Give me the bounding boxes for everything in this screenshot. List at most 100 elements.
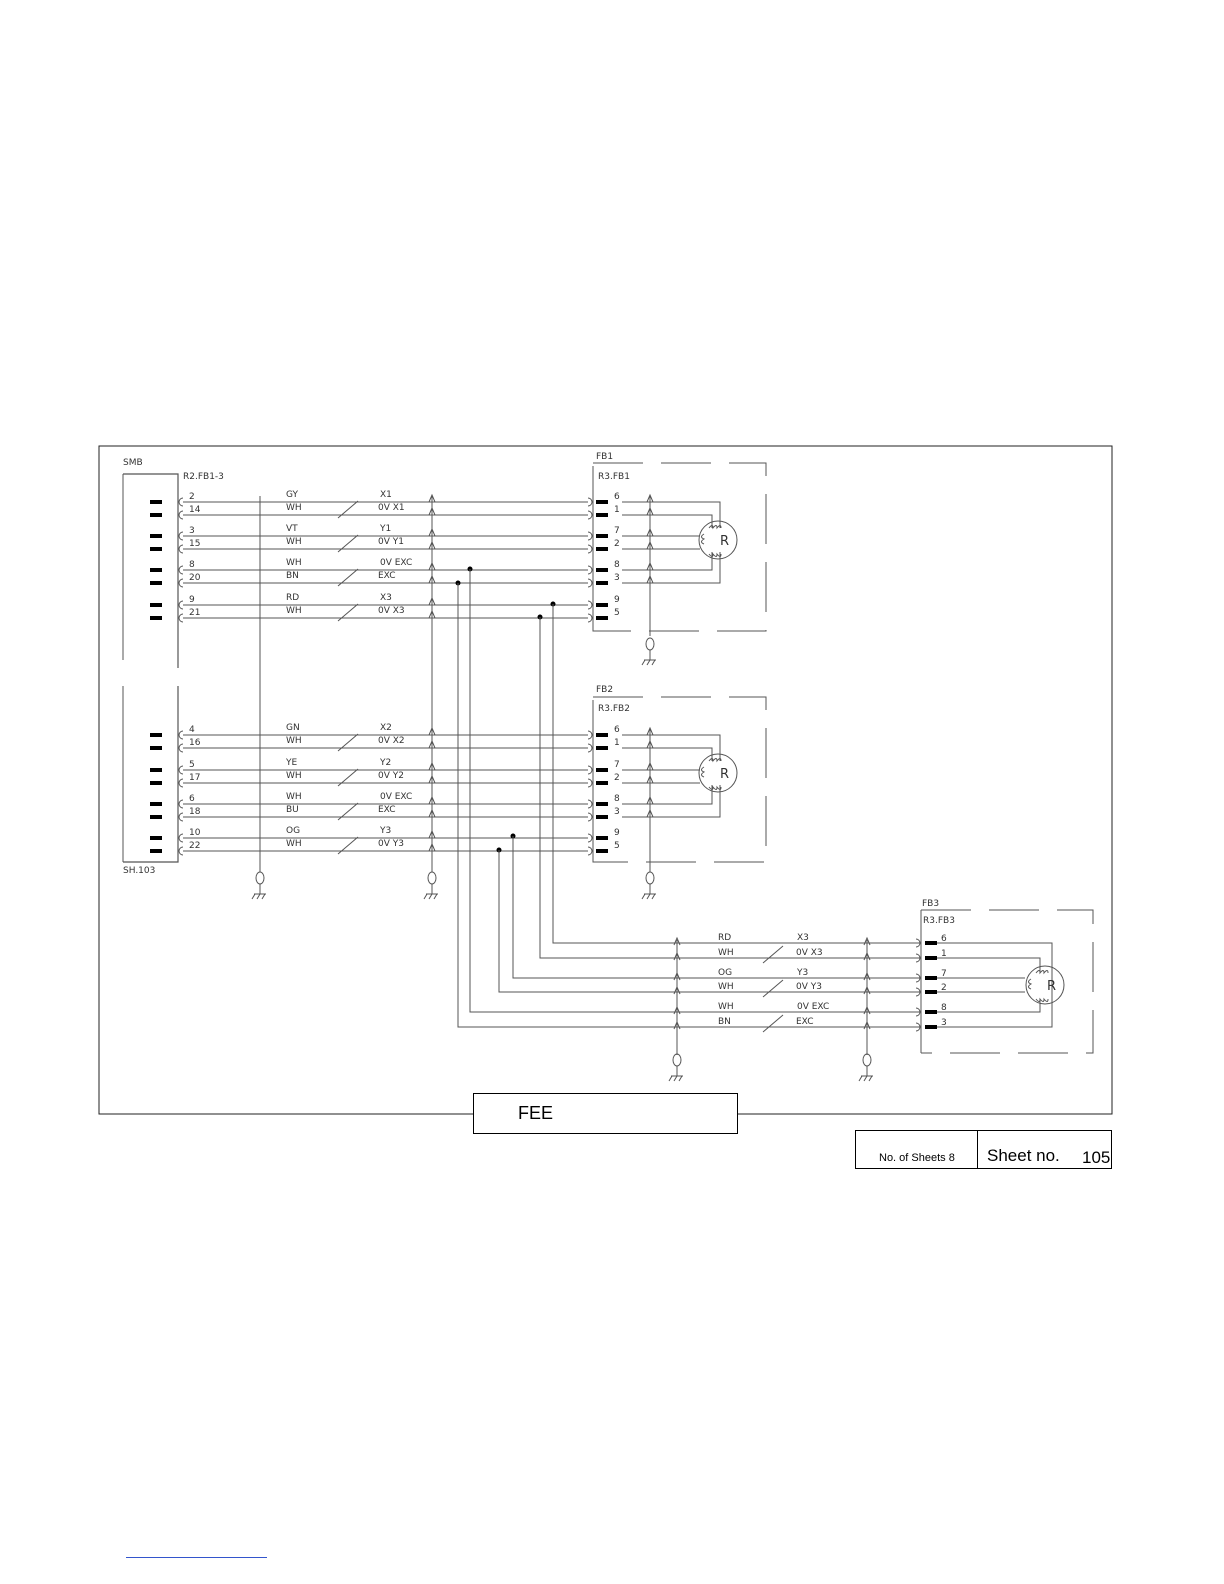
shield-arrow bbox=[863, 1020, 871, 1030]
sheet-info-box: No. of Sheets 8 Sheet no. 105 bbox=[855, 1130, 1112, 1169]
smb-pin-number: 18 bbox=[189, 807, 201, 817]
resolver-winding bbox=[1028, 978, 1033, 990]
connector-pin bbox=[596, 616, 608, 620]
connector-pin bbox=[925, 1025, 937, 1029]
fb-pin-number: 7 bbox=[614, 526, 620, 536]
socket-contact bbox=[587, 578, 593, 588]
wire-color-code: YE bbox=[285, 758, 297, 768]
ground-hatch bbox=[261, 893, 266, 900]
socket-contact bbox=[587, 743, 593, 753]
ground-hatch bbox=[423, 893, 428, 900]
ground-connector bbox=[645, 637, 655, 651]
connector-pin bbox=[596, 733, 608, 737]
cable-break-mark bbox=[762, 1014, 784, 1033]
resolver-lead bbox=[622, 785, 713, 805]
socket-contact bbox=[178, 730, 184, 740]
shield-arrow bbox=[428, 609, 436, 619]
signal-name: 0V EXC bbox=[380, 792, 412, 802]
resolver-letter: R bbox=[720, 767, 729, 782]
resolver-icon bbox=[1025, 965, 1065, 1005]
socket-contact bbox=[178, 600, 184, 610]
connector-pin bbox=[150, 768, 162, 772]
shield-arrow bbox=[428, 795, 436, 805]
smb-pin-number: 3 bbox=[189, 526, 195, 536]
wire-color-code: WH bbox=[718, 982, 734, 992]
connector-pin bbox=[925, 941, 937, 945]
wire-color-code: VT bbox=[286, 524, 298, 534]
socket-contact bbox=[587, 600, 593, 610]
fb-pin-number: 1 bbox=[614, 505, 620, 515]
resolver-winding bbox=[701, 766, 706, 778]
shield-arrow bbox=[646, 761, 654, 771]
cable-break-mark bbox=[337, 603, 359, 622]
socket-contact bbox=[587, 510, 593, 520]
signal-name: Y3 bbox=[796, 968, 808, 978]
socket-contact bbox=[178, 544, 184, 554]
shield-arrow bbox=[428, 574, 436, 584]
resolver-lead bbox=[622, 552, 713, 571]
connector-pin bbox=[150, 534, 162, 538]
fb-pin-number: 9 bbox=[614, 828, 620, 838]
sheets-count: No. of Sheets 8 bbox=[879, 1152, 955, 1164]
wire-color-code: WH bbox=[286, 839, 302, 849]
connector-pin bbox=[150, 500, 162, 504]
fb-pin-number: 8 bbox=[614, 560, 620, 570]
resolver-lead bbox=[937, 942, 1053, 1028]
smb-ref: R2.FB1-3 bbox=[183, 472, 224, 482]
cable-break-mark bbox=[337, 802, 359, 821]
smb-pin-number: 4 bbox=[189, 725, 195, 735]
fb-pin-number: 6 bbox=[941, 934, 947, 944]
connector-pin bbox=[596, 513, 608, 517]
resolver-icon bbox=[698, 520, 738, 560]
ground-hatch bbox=[868, 1075, 873, 1082]
ground-connector bbox=[255, 871, 265, 885]
shield-arrow bbox=[428, 726, 436, 736]
socket-contact bbox=[587, 812, 593, 822]
fb-pin-number: 7 bbox=[614, 760, 620, 770]
shield-arrow bbox=[428, 561, 436, 571]
shield-arrow bbox=[863, 1005, 871, 1015]
connector-pin bbox=[596, 836, 608, 840]
socket-contact bbox=[587, 846, 593, 856]
ground-hatch bbox=[646, 893, 651, 900]
ground-connector bbox=[672, 1053, 682, 1067]
resolver-letter: R bbox=[1047, 979, 1056, 994]
wire-color-code: WH bbox=[286, 736, 302, 746]
shield-arrow bbox=[863, 971, 871, 981]
smb-pin-number: 6 bbox=[189, 794, 195, 804]
signal-name: EXC bbox=[796, 1017, 813, 1027]
socket-contact bbox=[587, 833, 593, 843]
fb-pin-number: 9 bbox=[614, 595, 620, 605]
socket-contact bbox=[178, 613, 184, 623]
shield-arrow bbox=[646, 506, 654, 516]
socket-contact bbox=[587, 531, 593, 541]
ground-hatch bbox=[646, 659, 651, 666]
wire-color-code: BN bbox=[718, 1017, 731, 1027]
shield-arrow bbox=[646, 808, 654, 818]
socket-contact bbox=[587, 730, 593, 740]
wire-color-code: OG bbox=[286, 826, 300, 836]
socket-contact bbox=[587, 497, 593, 507]
resolver-winding bbox=[708, 552, 722, 557]
signal-name: 0V EXC bbox=[797, 1002, 829, 1012]
signal-name: Y2 bbox=[379, 758, 391, 768]
socket-contact bbox=[915, 938, 921, 948]
cable-break-mark bbox=[337, 568, 359, 587]
connector-pin bbox=[150, 616, 162, 620]
smb-pin-number: 2 bbox=[189, 492, 195, 502]
connector-pin bbox=[596, 849, 608, 853]
wire-color-code: WH bbox=[286, 606, 302, 616]
socket-contact bbox=[178, 799, 184, 809]
socket-contact bbox=[178, 497, 184, 507]
fb-enclosure bbox=[921, 909, 1094, 1054]
cross-wire-0vexc bbox=[469, 569, 920, 1013]
signal-name: 0V X1 bbox=[378, 503, 405, 513]
resolver-lead bbox=[622, 552, 721, 584]
socket-contact bbox=[178, 743, 184, 753]
socket-contact bbox=[915, 987, 921, 997]
smb-pin-number: 15 bbox=[189, 539, 200, 549]
socket-contact bbox=[915, 1007, 921, 1017]
fb-ref: R3.FB3 bbox=[923, 916, 955, 926]
ground-hatch bbox=[668, 1075, 673, 1082]
